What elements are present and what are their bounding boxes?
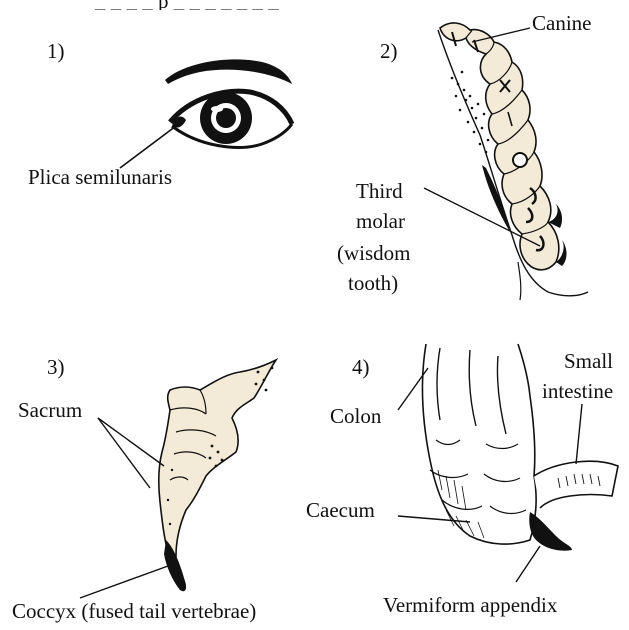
jaw-illustration: [424, 23, 588, 300]
label-caecum: Caecum: [306, 499, 375, 522]
eye-illustration: [120, 59, 292, 168]
label-coccyx: Coccyx (fused tail vertebrae): [12, 600, 256, 623]
spine-illustration: [80, 360, 276, 598]
label-canine: Canine: [532, 12, 591, 35]
label-third-molar-line-4: tooth): [348, 272, 398, 295]
panel-1-number: 1): [47, 40, 65, 63]
label-third-molar-line-1: Third: [356, 180, 403, 203]
label-small-intestine-line-1: Small: [564, 350, 613, 373]
panel-4-number: 4): [352, 356, 370, 379]
panel-2-number: 2): [380, 40, 398, 63]
label-sacrum: Sacrum: [18, 399, 82, 422]
label-vermiform-appendix: Vermiform appendix: [383, 594, 557, 617]
label-third-molar-line-3: (wisdom: [337, 242, 411, 265]
label-colon: Colon: [330, 405, 381, 428]
label-third-molar-line-2: molar: [356, 210, 405, 233]
panel-3-number: 3): [47, 356, 65, 379]
label-small-intestine-line-2: intestine: [542, 380, 613, 403]
label-plica-semilunaris: Plica semilunaris: [28, 166, 172, 189]
